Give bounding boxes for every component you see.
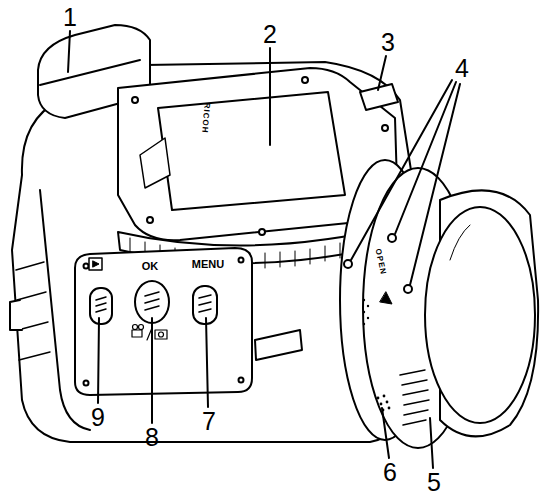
menu-button xyxy=(193,286,217,324)
callout-number: 8 xyxy=(145,425,159,450)
brand-marking: RICOH xyxy=(200,102,211,133)
top-housing-edge xyxy=(40,60,140,85)
body-side-ridges xyxy=(16,262,50,360)
button-marking: MENU xyxy=(192,259,224,270)
screw xyxy=(84,264,89,269)
screw xyxy=(84,381,89,386)
callout-number: 7 xyxy=(202,409,216,434)
screw xyxy=(239,258,244,263)
lens-highlight xyxy=(450,225,470,260)
logo-mark xyxy=(140,138,170,188)
button-marking: OK xyxy=(142,261,159,272)
screw xyxy=(132,97,138,103)
strap-lug xyxy=(255,330,302,360)
callout-number: 1 xyxy=(63,5,77,30)
leader-lines xyxy=(68,31,460,468)
button-ridges xyxy=(199,295,211,312)
button-panel xyxy=(75,248,252,395)
button-ridges xyxy=(145,292,159,310)
index-dot xyxy=(404,285,412,293)
callout-number: 6 xyxy=(383,460,397,485)
callout-number: 3 xyxy=(381,30,395,55)
button-ridges xyxy=(96,297,106,312)
lens-glass xyxy=(425,207,535,423)
screw xyxy=(382,125,388,131)
index-dot xyxy=(344,260,352,268)
open-arrow xyxy=(380,292,392,304)
side-latch xyxy=(10,300,22,330)
mode-icon xyxy=(132,325,167,341)
index-dot xyxy=(388,234,396,242)
playback-icon xyxy=(89,258,102,270)
playback-button xyxy=(90,288,112,324)
ok-button xyxy=(135,281,169,323)
callout-number: 9 xyxy=(91,405,105,430)
screw xyxy=(239,378,244,383)
speaker-holes xyxy=(363,299,391,412)
ring-grip xyxy=(400,370,429,425)
playback-icon xyxy=(93,261,99,267)
lcd-screen xyxy=(158,92,345,210)
callout-number: 2 xyxy=(263,22,277,47)
screw xyxy=(259,229,265,235)
screw xyxy=(302,77,308,83)
callout-number: 4 xyxy=(455,56,469,81)
screw xyxy=(147,217,153,223)
callout-number: 5 xyxy=(427,470,441,495)
